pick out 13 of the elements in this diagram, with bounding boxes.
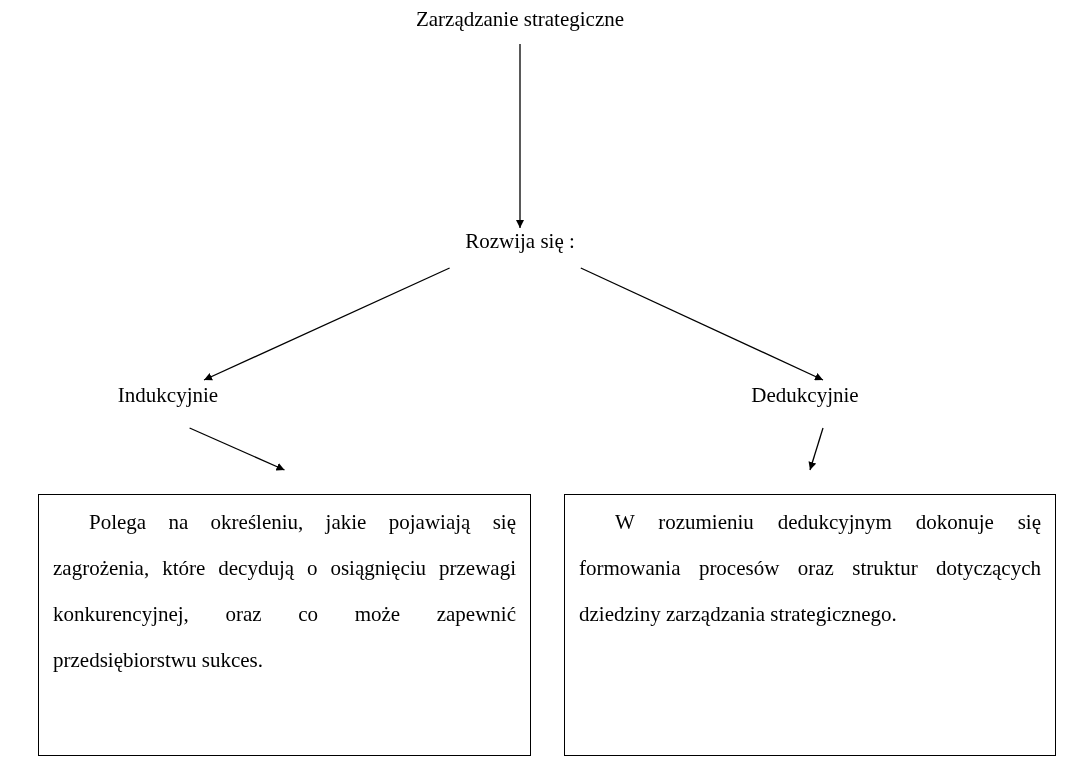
heading-text: Dedukcyjnie xyxy=(750,382,860,408)
arrow xyxy=(808,427,824,471)
text-box xyxy=(38,494,531,756)
arrow xyxy=(516,43,524,229)
description-text: W rozumieniu dedukcyjnym dokonuje się formowania procesów oraz struktur dotyczących dziedziny zarządzania strategicznego. xyxy=(579,509,1041,628)
heading-text: Rozwija się : xyxy=(464,228,576,254)
heading-text: Zarządzanie strategiczne xyxy=(414,6,626,32)
heading-text: Indukcyjnie xyxy=(116,382,220,408)
arrow xyxy=(580,267,824,381)
description-text: Polega na określeniu, jakie pojawiają się zagrożenia, które decydują o osiągnięciu przewagi konkurencyjnej, oraz co może zapewnić przedsiębiorstwu sukces. xyxy=(53,509,516,674)
arrow xyxy=(203,267,451,381)
text-box xyxy=(564,494,1056,756)
arrow xyxy=(188,427,286,471)
